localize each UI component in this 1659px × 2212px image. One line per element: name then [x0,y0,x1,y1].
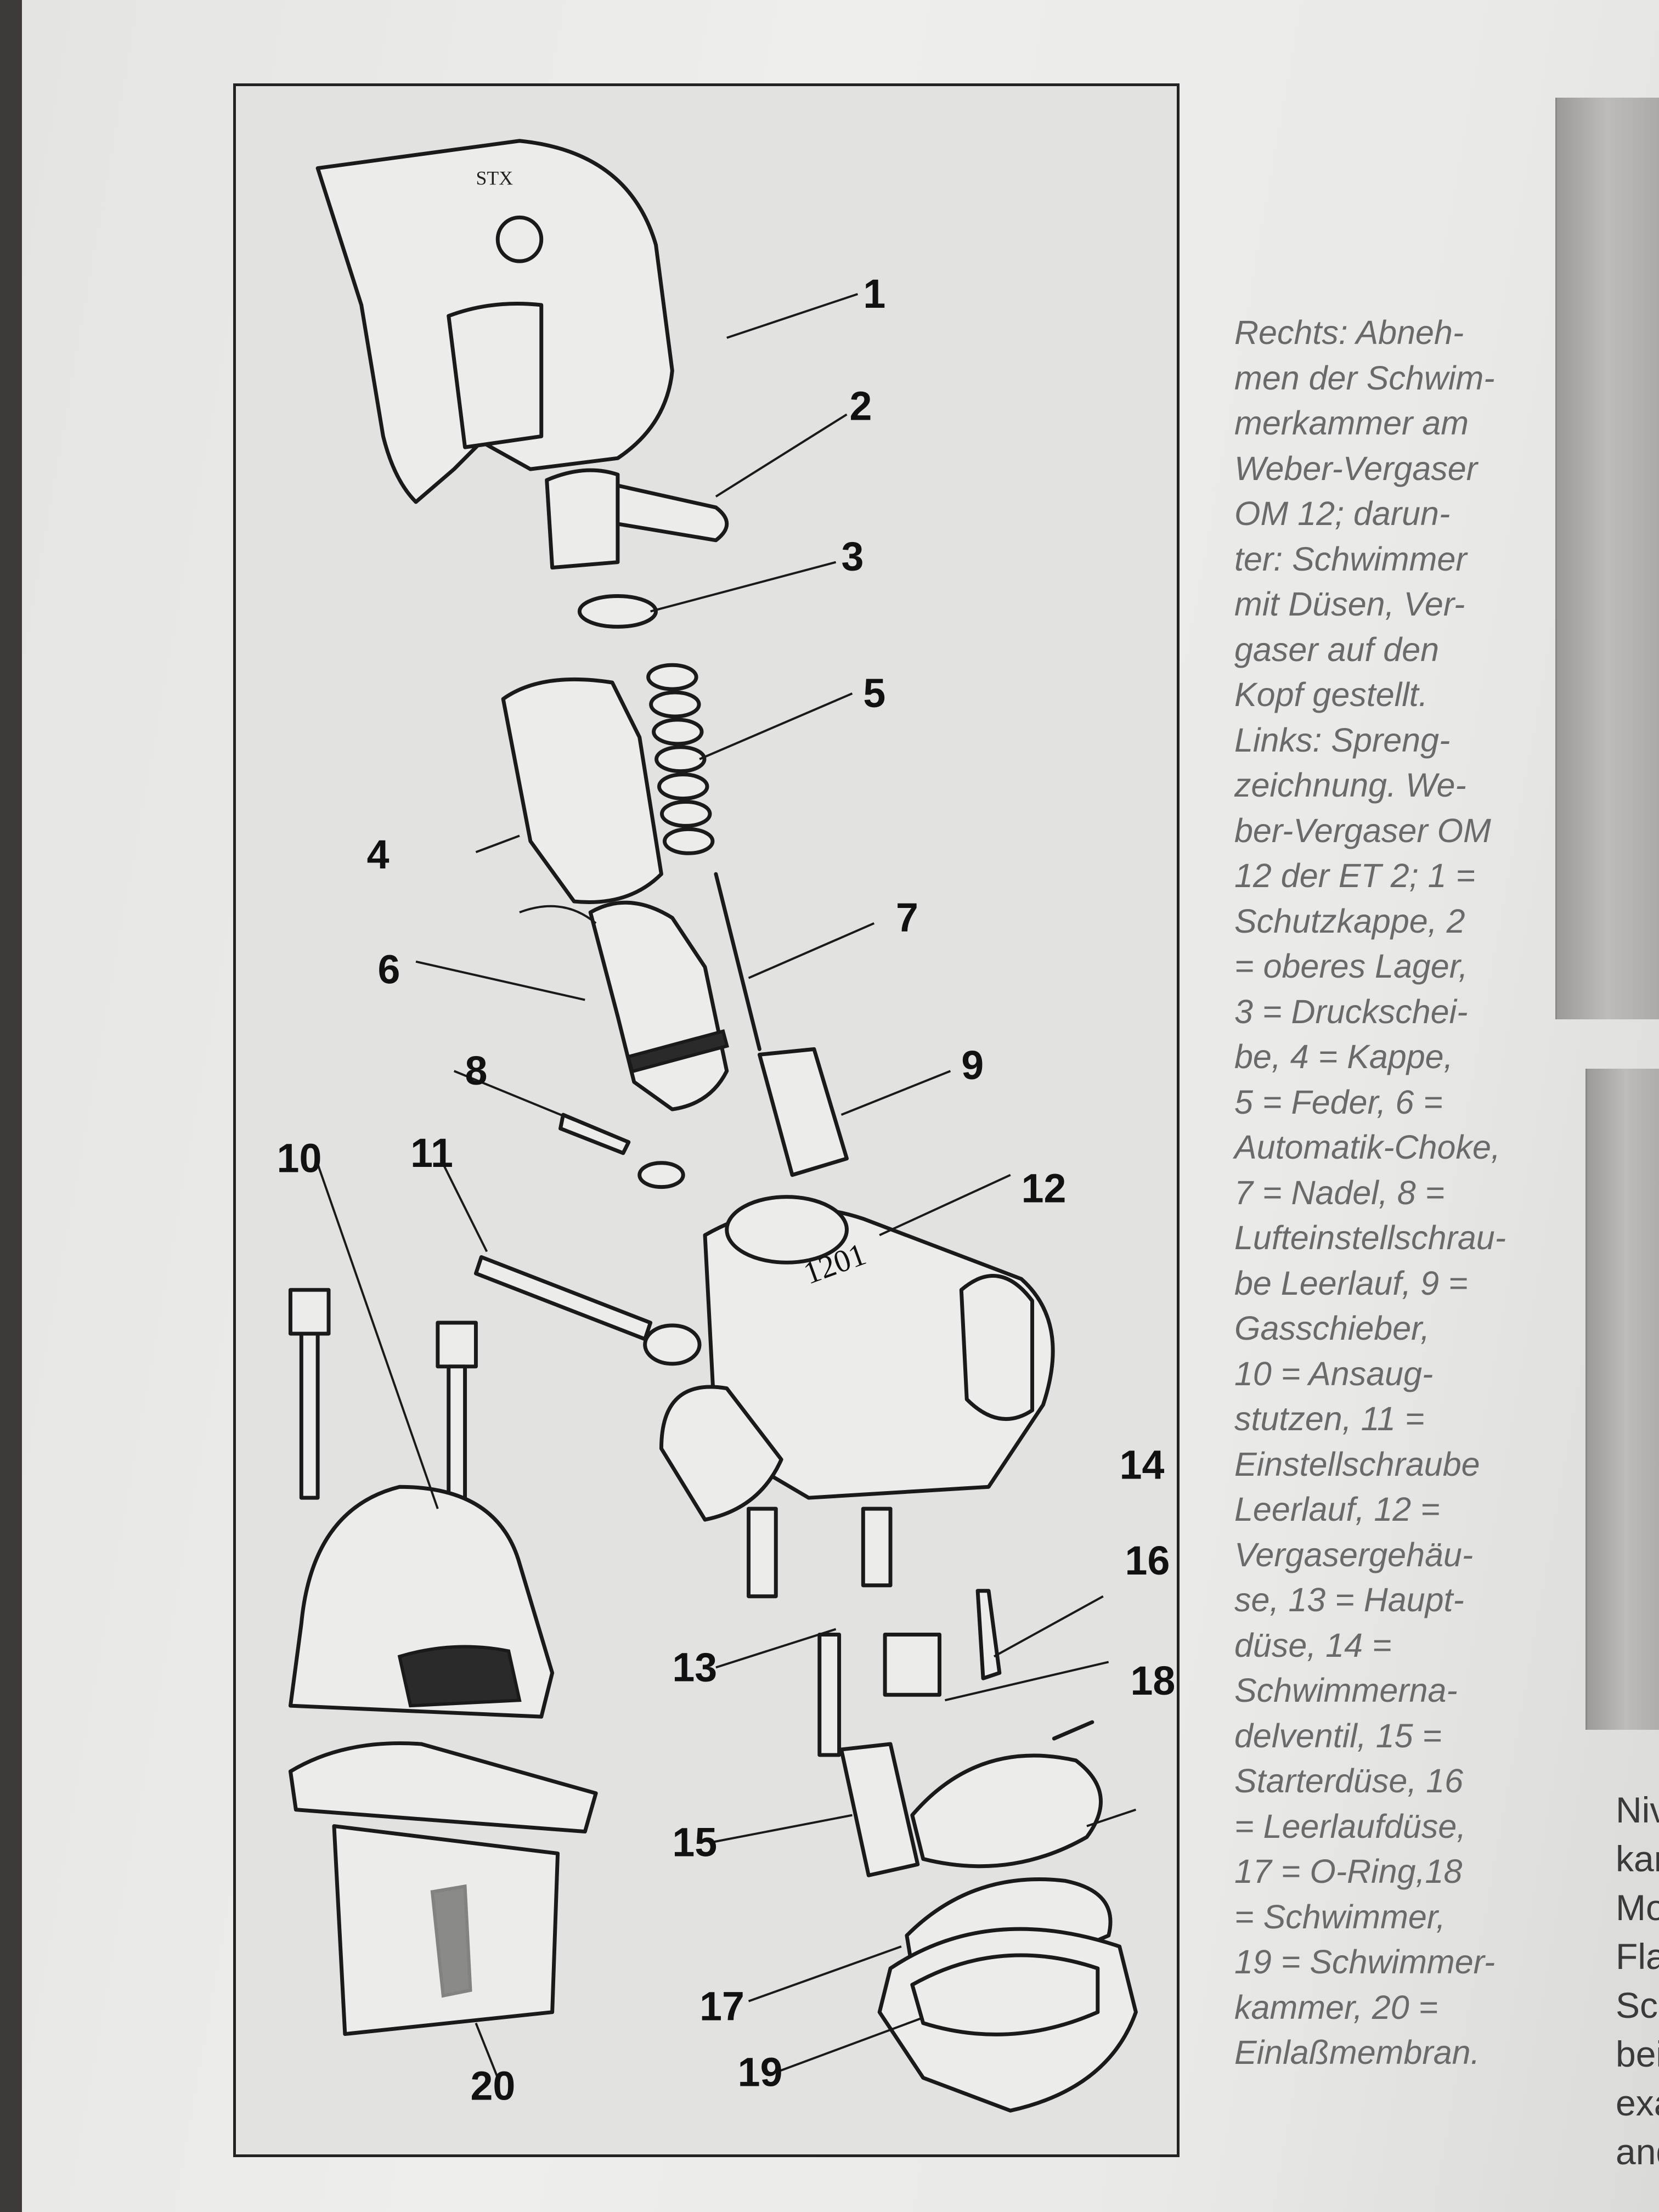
label-7: 7 [896,895,918,940]
caption-line: = oberes Lager, [1234,947,1468,985]
caption-line: zeichnung. We- [1234,766,1466,804]
body-text-line: Mot [1616,1887,1659,1928]
caption-line: Lufteinstellschrau- [1234,1219,1506,1256]
part-needle [714,872,761,1051]
part-pressure-disc [577,594,658,629]
caption-line: gaser auf den [1234,630,1440,668]
caption-line: Schutzkappe, 2 [1234,902,1465,940]
label-1: 1 [863,271,885,317]
label-5: 5 [863,670,885,716]
label-8: 8 [465,1048,488,1093]
figure-caption: Rechts: Abneh-men der Schwim-merkammer a… [1234,310,1575,2075]
caption-line: Kopf gestellt. [1234,676,1428,713]
part-cap [501,677,663,904]
label-19: 19 [738,2049,783,2095]
label-14: 14 [1120,1442,1165,1487]
caption-line: = Schwimmer, [1234,1898,1446,1936]
caption-line: 17 = O-Ring,18 [1234,1853,1463,1890]
caption-line: = Leerlaufdüse, [1234,1807,1466,1845]
caption-line: Weber-Vergaser [1234,449,1478,487]
caption-line: Einlaßmembran. [1234,2034,1480,2071]
part-idle-screw [473,1255,702,1366]
photo-top-partial [1555,98,1659,1019]
body-text-line: Sch [1616,1985,1659,2025]
caption-line: Schwimmerna- [1234,1672,1458,1709]
body-text-line: and [1616,2131,1659,2172]
part-intake-membrane [288,1741,598,2036]
part-main-jet [817,1633,842,1757]
part-throttle-slide [757,1047,849,1177]
label-11: 11 [410,1130,453,1176]
caption-line: Gasschieber, [1234,1310,1430,1347]
book-page: STX [22,0,1659,2212]
body-text-line: exa [1616,2083,1659,2123]
part-carburetor-body: 1201 [659,1195,1055,1599]
caption-line: Rechts: Abneh- [1234,314,1464,351]
caption-line: Vergasergehäu- [1234,1536,1474,1573]
caption-line: Links: Spreng- [1234,721,1451,759]
caption-line: Einstellschraube [1234,1445,1480,1483]
handwritten-stx: STX [476,167,513,189]
label-15: 15 [672,1819,717,1865]
caption-line: Starterdüse, 16 [1234,1762,1464,1799]
part-idle-jet [883,1633,942,1697]
caption-line: 5 = Feder, 6 = [1234,1083,1443,1121]
body-text-line: bein [1616,2034,1659,2074]
caption-line: kammer, 20 = [1234,1988,1438,2026]
label-3: 3 [842,534,864,579]
body-text-line: kam [1616,1838,1659,1879]
part-float [910,1720,1103,1869]
exploded-view-diagram: STX [233,83,1180,2157]
body-text-line: Nive [1616,1790,1659,1830]
caption-line: ber-Vergaser OM [1234,811,1491,849]
part-protective-cap: STX [315,139,674,504]
label-13: 13 [672,1644,717,1690]
label-17: 17 [699,1984,744,2029]
caption-line: delventil, 15 = [1234,1717,1442,1754]
part-starter-jet [839,1742,920,1877]
caption-line: ter: Schwimmer [1234,540,1467,578]
label-9: 9 [961,1042,984,1088]
leader-lines [317,293,1137,2079]
label-6: 6 [377,947,400,992]
part-intake-manifold [288,1288,555,1719]
photo-bottom-partial [1585,1069,1659,1730]
caption-line: be Leerlauf, 9 = [1234,1264,1468,1302]
caption-line: düse, 14 = [1234,1626,1392,1664]
label-16: 16 [1125,1538,1170,1583]
caption-line: Automatik-Choke, [1234,1128,1500,1166]
caption-line: 19 = Schwimmer- [1234,1943,1496,1980]
body-text-line: Flar [1616,1936,1659,1977]
label-20: 20 [471,2063,516,2108]
caption-line: Leerlauf, 12 = [1234,1491,1440,1528]
caption-line: 7 = Nadel, 8 = [1234,1173,1445,1211]
label-4: 4 [367,832,390,877]
caption-line: be, 4 = Kappe, [1234,1038,1453,1075]
caption-line: mit Düsen, Ver- [1234,585,1465,623]
part-upper-bearing [545,468,729,570]
label-18: 18 [1130,1658,1175,1703]
label-10: 10 [277,1136,322,1181]
caption-line: 10 = Ansaug- [1234,1355,1434,1392]
part-float-needle-valve [975,1589,1002,1680]
label-2: 2 [849,383,872,428]
label-12: 12 [1022,1165,1066,1211]
caption-line: 12 der ET 2; 1 = [1234,857,1476,894]
part-spring [646,663,715,855]
caption-line: stutzen, 11 = [1234,1400,1425,1437]
carburetor-drawing: STX [277,139,1175,2113]
part-air-screw [558,1113,685,1189]
part-float-chamber [877,1927,1138,2113]
body-text-partial: Nive kamMotFlarSch bein exa and [1616,1786,1659,2176]
caption-line: 3 = Druckschei- [1234,992,1468,1030]
caption-line: OM 12; darun- [1234,495,1451,532]
part-automatic-choke [519,900,729,1111]
caption-line: se, 13 = Haupt- [1234,1581,1464,1618]
caption-line: merkammer am [1234,404,1469,442]
caption-line: men der Schwim- [1234,359,1495,397]
